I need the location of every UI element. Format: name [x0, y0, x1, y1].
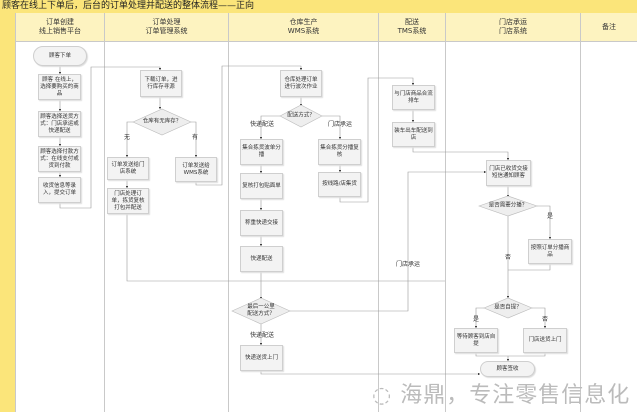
process-box: 与门店商品合流排车: [392, 85, 435, 110]
process-box: 订单发送给WMS系统: [175, 157, 217, 182]
lane-header-store: 门店承运 门店系统: [445, 13, 580, 42]
start-node: 顾客下单: [33, 46, 87, 66]
process-box: 装车出车配送到店: [392, 122, 435, 147]
decision-stock: 仓库有无库存？: [142, 118, 182, 125]
decision-sorting: 是否需要分播？: [488, 202, 528, 209]
lane-divider: [580, 42, 581, 412]
branch-label: 快递配送: [250, 332, 275, 339]
process-box: 收货信息等录入，提交订单: [38, 177, 81, 203]
process-box: 快递送货上门: [240, 345, 283, 371]
process-box: 快递配送: [240, 246, 283, 272]
process-box: 集合拣货波单分播: [240, 139, 283, 165]
branch-label: 门店承运: [328, 121, 353, 128]
process-box: 复核打包贴面单: [240, 173, 283, 199]
branch-label: 有: [192, 134, 199, 141]
process-box: 订单发送给门店系统: [107, 157, 149, 180]
process-box: 顾客选择付款方式：在线支付或货到付款: [38, 146, 81, 172]
lane-divider: [104, 42, 105, 412]
decision-last-mile: 最后一公里 配送方式？: [247, 304, 275, 317]
process-box: 门店处理订单，拣货复核打包并配送: [107, 188, 149, 214]
process-box: 顾客选择送货方式：门店承运或快递配送: [38, 111, 81, 137]
process-box: 门店已收货交接短信通知顾客: [486, 160, 531, 186]
lane-header-warehouse: 仓库生产 WMS系统: [228, 13, 378, 42]
process-box: 仓库处理订单进行波次作业: [280, 70, 322, 97]
process-box: 按照订单分播商品: [528, 239, 572, 264]
branch-label: 是: [547, 213, 554, 220]
branch-label: 否: [542, 316, 549, 323]
lane-divider: [228, 42, 229, 412]
process-box: 下载订单，进行库存寻源: [140, 70, 182, 97]
branch-label: 是: [473, 316, 480, 323]
lane-header-order-process: 订单处理 订单管理系统: [104, 13, 228, 42]
lane-header-order-create: 订单创建 线上销售平台: [15, 13, 104, 42]
lane-header-delivery: 配送 TMS系统: [378, 13, 445, 42]
process-box: 集合拣货分播复核: [318, 139, 361, 165]
branch-label: 快递配送: [250, 121, 275, 128]
process-box: 称重快递交接: [240, 210, 283, 236]
diagram-title: 顾客在线上下单后，后台的订单处理并配送的整体流程——正向: [0, 0, 637, 13]
side-strip: [0, 13, 15, 412]
wechat-icon: ◌: [372, 383, 401, 408]
decision-delivery-method: 配送方式？: [287, 112, 315, 119]
end-node: 顾客签收: [480, 361, 535, 377]
decision-pickup: 是否自提？: [494, 304, 522, 311]
process-box: 门店送货上门: [523, 328, 567, 353]
lane-header-notes: 备注: [580, 13, 637, 42]
lane-divider: [15, 42, 16, 412]
lane-divider: [378, 42, 379, 412]
branch-label: 否: [505, 254, 512, 261]
watermark-text: 海鼎，专注零售信息化: [400, 383, 631, 408]
lane-divider: [445, 42, 446, 412]
process-box: 顾客 在线上，选择要购买的商品: [38, 74, 81, 100]
watermark: ◌ 海鼎，专注零售信息化: [372, 384, 630, 408]
process-box: 等待顾客到店自提: [454, 328, 498, 353]
process-box: 按线路/店集货: [318, 172, 361, 197]
branch-label: 门店承运: [396, 261, 421, 268]
branch-label: 无: [124, 134, 131, 141]
